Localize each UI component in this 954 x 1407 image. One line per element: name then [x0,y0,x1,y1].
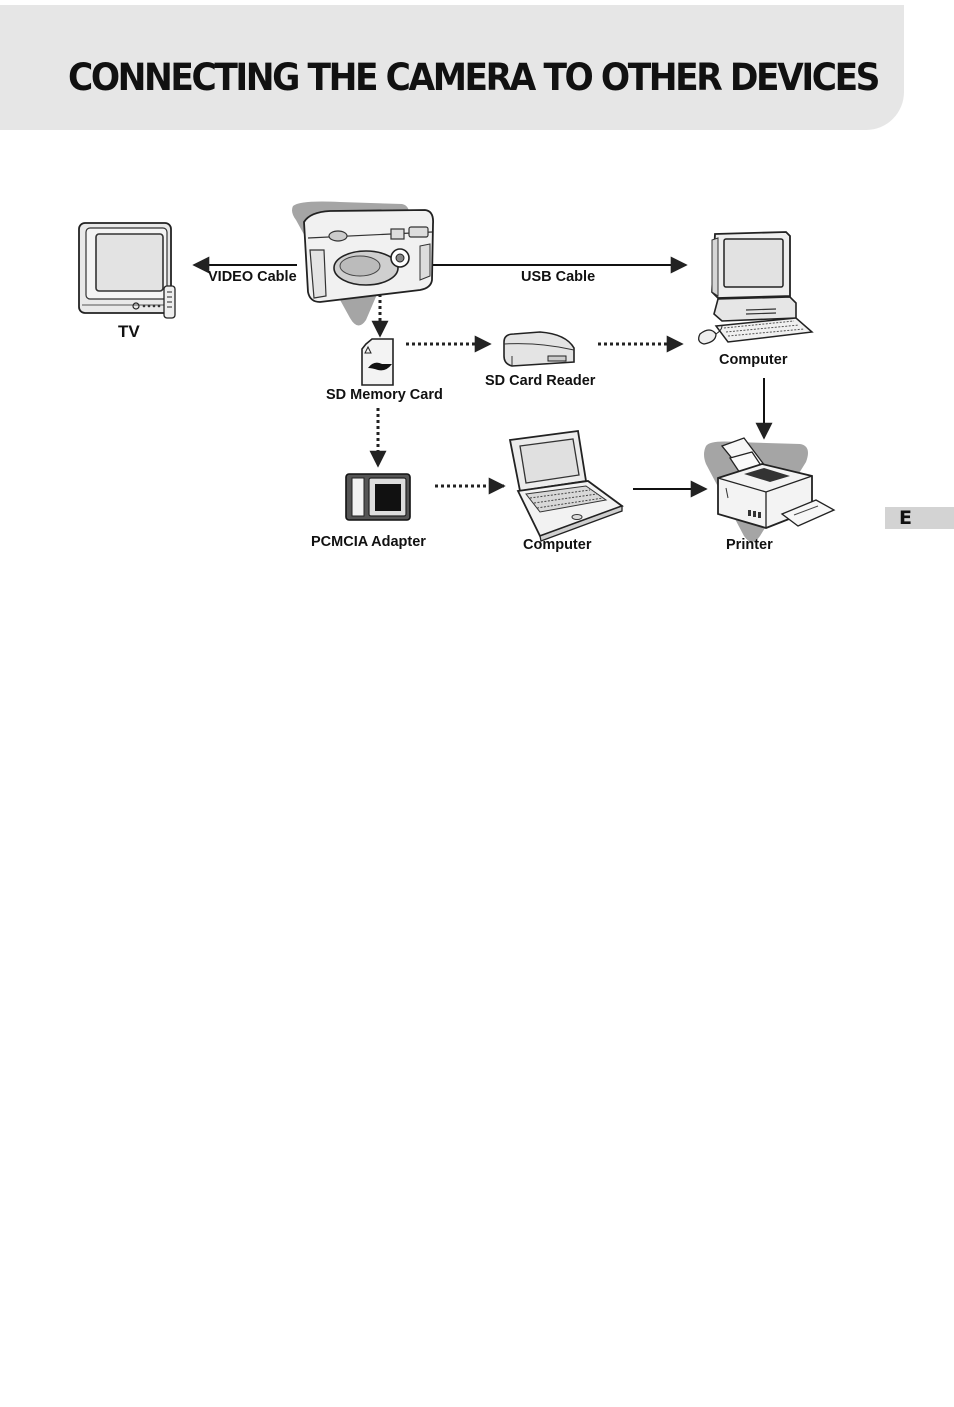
connection-diagram [78,201,836,542]
card-reader-icon [503,331,575,367]
tv-label: TV [118,322,140,341]
header-band [0,5,904,130]
laptop-icon [508,429,624,542]
computer-laptop-label: Computer [523,537,592,553]
sd-card-reader-label: SD Card Reader [485,373,596,389]
tv-icon [78,222,176,319]
computer-desktop-label: Computer [719,352,788,368]
language-tab-label: E [899,507,912,529]
tv-remote-icon [163,285,176,319]
connection-lines [192,256,773,498]
printer-icon [704,437,836,542]
sd-memory-card-label: SD Memory Card [326,387,443,403]
language-tab: E [885,507,954,529]
pcmcia-adapter-icon [345,473,411,521]
printer-label: Printer [726,537,773,553]
sd-card-icon [361,338,394,386]
usb-cable-label: USB Cable [521,269,596,285]
camera-icon [292,201,434,326]
desktop-computer-icon [698,231,814,345]
page-title: CONNECTING THE CAMERA TO OTHER DEVICES [68,56,880,99]
pcmcia-adapter-label: PCMCIA Adapter [311,534,426,550]
video-cable-label: VIDEO Cable [208,269,297,285]
